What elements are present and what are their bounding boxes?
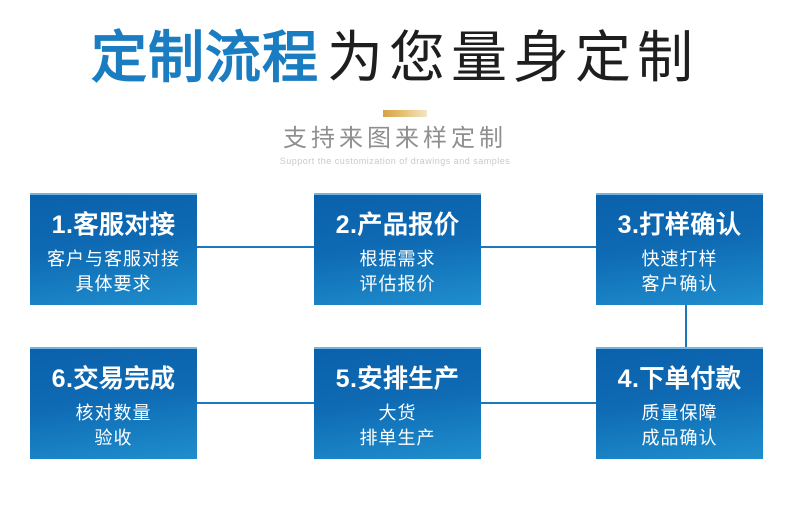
step-line: 大货	[378, 403, 417, 423]
step-description: 大货 排单生产	[314, 401, 481, 451]
step-line: 排单生产	[359, 428, 436, 448]
step-line: 快速打样	[641, 249, 718, 269]
page-title: 定制流程为您量身定制	[0, 26, 790, 90]
page-title-highlight: 定制流程	[91, 26, 319, 89]
connector-step3-step4	[685, 305, 687, 347]
flow-step-1: 1.客服对接 客户与客服对接 具体要求	[30, 193, 197, 305]
step-line: 核对数量	[75, 403, 152, 423]
flow-step-5: 5.安排生产 大货 排单生产	[314, 347, 481, 459]
page-title-rest: 为您量身定制	[327, 26, 699, 89]
step-description: 根据需求 评估报价	[314, 247, 481, 297]
step-title: 3.打样确认	[617, 211, 742, 239]
step-title: 6.交易完成	[51, 365, 176, 393]
step-line: 评估报价	[359, 274, 436, 294]
subtitle: 支持来图来样定制	[283, 125, 507, 152]
step-title: 5.安排生产	[335, 365, 460, 393]
step-description: 客户与客服对接 具体要求	[30, 247, 197, 297]
flow-step-4: 4.下单付款 质量保障 成品确认	[596, 347, 763, 459]
step-line: 具体要求	[75, 274, 152, 294]
gold-divider-bar	[383, 110, 427, 117]
step-description: 核对数量 验收	[30, 401, 197, 451]
connector-step5-step6	[197, 402, 314, 404]
step-description: 质量保障 成品确认	[596, 401, 763, 451]
step-title: 1.客服对接	[51, 211, 176, 239]
subtitle-english: Support the customization of drawings an…	[279, 156, 511, 166]
flow-step-6: 6.交易完成 核对数量 验收	[30, 347, 197, 459]
flow-step-3: 3.打样确认 快速打样 客户确认	[596, 193, 763, 305]
connector-step4-step5	[481, 402, 596, 404]
step-line: 客户确认	[641, 274, 718, 294]
step-line: 根据需求	[359, 249, 436, 269]
step-line: 客户与客服对接	[47, 249, 180, 269]
step-description: 快速打样 客户确认	[596, 247, 763, 297]
connector-step1-step2	[197, 246, 314, 248]
connector-step2-step3	[481, 246, 596, 248]
step-title: 2.产品报价	[335, 211, 460, 239]
step-title: 4.下单付款	[617, 365, 742, 393]
step-line: 成品确认	[641, 428, 718, 448]
step-line: 验收	[94, 428, 133, 448]
flow-step-2: 2.产品报价 根据需求 评估报价	[314, 193, 481, 305]
step-line: 质量保障	[641, 403, 718, 423]
